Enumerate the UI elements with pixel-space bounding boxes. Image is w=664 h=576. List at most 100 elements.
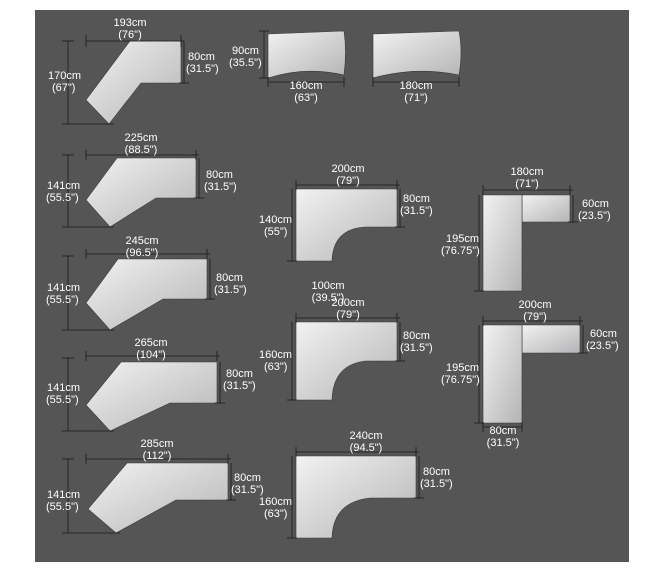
left-in-label: (63") (264, 508, 287, 520)
dimension-lines (259, 30, 345, 87)
side-cm-label: 80cm (216, 272, 243, 284)
desk-angled-193: 193cm (76") 80cm (31.5") 170cm (67") (48, 17, 219, 125)
desk-shape (87, 462, 229, 534)
left-in-label: (55") (264, 226, 287, 238)
left-in-label: (67") (52, 82, 75, 94)
side-cm-label: 80cm (234, 472, 261, 484)
left-cm-label: 140cm (259, 214, 292, 226)
desk-return (521, 194, 571, 223)
dimension-lines (62, 249, 215, 331)
left-in-label: (55.5") (46, 394, 79, 406)
top-in-label: (94.5") (350, 442, 383, 454)
top-in-label: (96.5") (126, 247, 159, 259)
dimension-lines (62, 150, 204, 228)
desk-angled-285: 285cm (112") 80cm (31.5") 141cm (55.5") (46, 438, 264, 534)
left-in-label: (55.5") (46, 294, 79, 306)
side-in-label: (31.5") (400, 342, 433, 354)
desk-l-curved-200-160: 200cm (79") 80cm (31.5") 160cm (63") (259, 297, 433, 401)
side-in-label: (31.5") (223, 380, 256, 392)
top-in-label: (112") (143, 450, 172, 462)
bottom-cm-label: 160cm (289, 80, 322, 92)
left-cm-label: 141cm (47, 180, 80, 192)
desk-shape (85, 40, 182, 125)
bottom-in-label: (39.5") (312, 292, 345, 304)
side-in-label: (31.5") (231, 484, 264, 496)
side-cm-label: 90cm (232, 45, 259, 57)
side-in-label: (31.5") (420, 478, 453, 490)
dimension-lines (287, 180, 405, 262)
dimension-lines (474, 185, 578, 292)
desk-shape (295, 321, 398, 401)
left-cm-label: 141cm (47, 489, 80, 501)
side-in-label: (31.5") (186, 63, 219, 75)
desk-angled-225: 225cm (88.5") 80cm (31.5") 141cm (55.5") (46, 132, 237, 228)
desk-shape (372, 30, 462, 79)
side-cm-label: 80cm (206, 169, 233, 181)
desk-l-return-180: 180cm (71") 60cm (23.5") 195cm (76.75") (441, 166, 611, 292)
dimension-lines (287, 313, 405, 401)
top-cm-label: 200cm (331, 297, 364, 309)
desk-shape (295, 188, 398, 262)
top-cm-label: 265cm (134, 337, 167, 349)
bottom-cm-label: 100cm (311, 280, 344, 292)
side-in-label: (31.5") (214, 284, 247, 296)
top-in-label: (88.5") (125, 144, 158, 156)
dimension-lines (62, 351, 225, 432)
top-cm-label: 225cm (124, 132, 157, 144)
bottom-in-label: (63") (294, 92, 317, 104)
side-in-label: (35.5") (229, 57, 262, 69)
bottom-cm-label: 180cm (399, 80, 432, 92)
desk-curved-180: 180cm (71") (372, 30, 462, 104)
desk-shape (85, 157, 197, 228)
bottom-in-label: (71") (404, 92, 427, 104)
side-in-label: (31.5") (204, 181, 237, 193)
side-cm-label: 80cm (226, 368, 253, 380)
desk-main (482, 194, 523, 292)
dimension-lines (474, 316, 588, 432)
left-cm-label: 195cm (446, 362, 479, 374)
desk-shape (295, 455, 417, 539)
desk-l-curved-240-160: 240cm (94.5") 80cm (31.5") 160cm (63") (259, 430, 453, 539)
left-cm-label: 141cm (47, 382, 80, 394)
desk-l-curved-200-140: 200cm (79") 80cm (31.5") 140cm (55") 100… (259, 163, 433, 304)
top-in-label: (79") (336, 309, 359, 321)
side-cm-label: 80cm (403, 193, 430, 205)
desk-main (482, 324, 523, 424)
side-cm-label: 80cm (403, 330, 430, 342)
left-cm-label: 170cm (48, 70, 81, 82)
top-cm-label: 193cm (113, 17, 146, 29)
top-in-label: (76") (118, 29, 141, 41)
left-in-label: (55.5") (46, 192, 79, 204)
top-cm-label: 200cm (331, 163, 364, 175)
top-cm-label: 245cm (125, 235, 158, 247)
top-in-label: (71") (515, 178, 538, 190)
dimension-lines (287, 447, 424, 539)
left-in-label: (76.75") (441, 374, 480, 386)
side-in-label: (31.5") (400, 205, 433, 217)
side-in-label: (23.5") (586, 340, 619, 352)
desk-return (521, 324, 581, 354)
top-cm-label: 240cm (349, 430, 382, 442)
desk-shape (267, 30, 346, 79)
left-cm-label: 141cm (47, 282, 80, 294)
bottom-cm-label: 80cm (490, 425, 517, 437)
left-cm-label: 160cm (259, 496, 292, 508)
top-in-label: (79") (523, 311, 546, 323)
left-in-label: (76.75") (441, 245, 480, 257)
desk-shape (85, 258, 208, 331)
left-cm-label: 160cm (259, 349, 292, 361)
top-cm-label: 285cm (140, 438, 173, 450)
side-cm-label: 60cm (590, 328, 617, 340)
dimension-lines (62, 454, 236, 534)
desk-shape (85, 361, 218, 432)
top-in-label: (104") (136, 349, 166, 361)
top-cm-label: 180cm (510, 166, 543, 178)
desk-l-return-200: 200cm (79") 60cm (23.5") 195cm (76.75") … (441, 299, 619, 449)
bottom-in-label: (31.5") (487, 437, 520, 449)
top-cm-label: 200cm (518, 299, 551, 311)
side-cm-label: 60cm (582, 198, 609, 210)
desk-angled-265: 265cm (104") 80cm (31.5") 141cm (55.5") (46, 337, 256, 432)
left-cm-label: 195cm (446, 233, 479, 245)
side-in-label: (23.5") (578, 210, 611, 222)
